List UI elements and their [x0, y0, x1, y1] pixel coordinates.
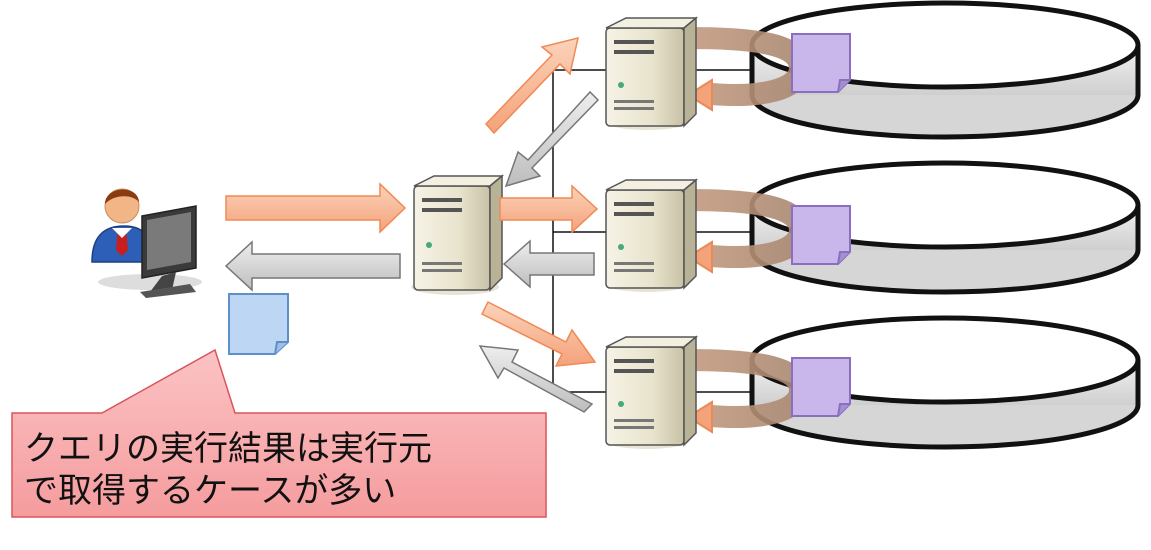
worker-server-icon-2	[605, 178, 699, 292]
partial-result-document-icon-1	[791, 33, 851, 93]
request-arrow-coordinator-to-worker-1	[484, 36, 579, 135]
partial-result-document-icon-2	[791, 205, 851, 265]
callout-box: クエリの実行結果は実行元 で取得するケースが多い	[11, 348, 547, 518]
request-arrow-coordinator-to-worker-2	[499, 184, 599, 234]
callout-line-1: クエリの実行結果は実行元	[24, 429, 432, 469]
response-arrow-coordinator-to-client	[224, 240, 401, 292]
partial-result-document-icon-3	[791, 357, 851, 417]
request-arrow-coordinator-to-worker-3	[480, 300, 597, 367]
request-arrow-client-to-coordinator	[225, 182, 407, 234]
response-arrow-worker-3-to-coordinator	[478, 345, 594, 413]
callout-line-2: で取得するケースが多い	[24, 471, 396, 511]
response-arrow-worker-2-to-coordinator	[502, 239, 595, 289]
disk-icon-1	[749, 0, 1141, 140]
response-arrow-worker-1-to-coordinator	[504, 90, 600, 188]
worker-server-icon-3	[605, 335, 699, 449]
worker-server-icon-1	[605, 16, 699, 130]
coordinator-server-icon	[411, 174, 505, 295]
query-result-document-icon	[228, 293, 289, 355]
user-at-computer-icon	[91, 188, 202, 298]
